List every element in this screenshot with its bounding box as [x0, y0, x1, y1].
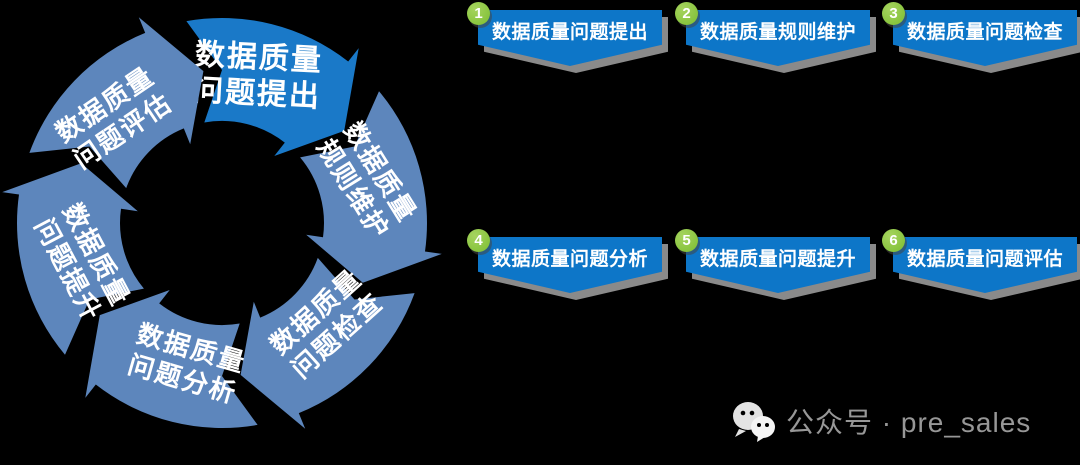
cycle-segment-3 [240, 257, 415, 429]
banner-ribbon: 数据质量规则维护 [686, 10, 870, 66]
banner-ribbon: 数据质量问题评估 [893, 237, 1077, 293]
step-label-1: 数据质量问题提出 [491, 22, 648, 43]
banner-ribbon-shape: 数据质量问题提升 [686, 237, 870, 293]
banner-ribbon: 数据质量问题提出 [478, 10, 662, 66]
banner-ribbon: 数据质量问题分析 [478, 237, 662, 293]
step-banner-6: 数据质量问题评估 6 [882, 229, 1077, 293]
step-banner-1: 数据质量问题提出 1 [467, 2, 662, 66]
step-label-4: 数据质量问题分析 [491, 249, 648, 270]
step-number-badge-3: 3 [882, 2, 905, 25]
step-banner-5: 数据质量问题提升 5 [675, 229, 870, 293]
step-number-badge-5: 5 [675, 229, 698, 252]
step-number-badge-4: 4 [467, 229, 490, 252]
step-label-3: 数据质量问题检查 [906, 22, 1063, 43]
banner-ribbon-shape: 数据质量问题分析 [478, 237, 662, 293]
step-label-5: 数据质量问题提升 [699, 249, 856, 270]
watermark-text: 公众号 · pre_sales [786, 407, 1032, 438]
banner-ribbon: 数据质量问题检查 [893, 10, 1077, 66]
cycle-segment-6 [29, 17, 204, 189]
banner-ribbon-shape: 数据质量问题提出 [478, 10, 662, 66]
cycle-segment-4 [85, 290, 258, 429]
cycle-segment-label-1: 数据质量问题提出 [192, 38, 323, 114]
step-banner-3: 数据质量问题检查 3 [882, 2, 1077, 66]
banner-ribbon-shape: 数据质量问题检查 [893, 10, 1077, 66]
cycle-diagram: 数据质量问题提出数据质量规则维护数据质量问题检查数据质量问题分析数据质量问题提升… [2, 17, 442, 429]
banner-ribbon-shape: 数据质量规则维护 [686, 10, 870, 66]
step-number-badge-2: 2 [675, 2, 698, 25]
step-banner-2: 数据质量规则维护 2 [675, 2, 870, 66]
step-label-2: 数据质量规则维护 [699, 22, 856, 43]
banner-ribbon: 数据质量问题提升 [686, 237, 870, 293]
cycle-segment-5 [2, 163, 144, 355]
step-label-6: 数据质量问题评估 [906, 249, 1063, 270]
step-number-badge-6: 6 [882, 229, 905, 252]
banner-ribbon-shape: 数据质量问题评估 [893, 237, 1077, 293]
wechat-icon [733, 402, 775, 442]
watermark: 公众号 · pre_sales [731, 398, 1031, 444]
cycle-segment-2 [300, 91, 442, 283]
cycle-segment-1 [186, 17, 359, 156]
step-banner-4: 数据质量问题分析 4 [467, 229, 662, 293]
step-number-badge-1: 1 [467, 2, 490, 25]
